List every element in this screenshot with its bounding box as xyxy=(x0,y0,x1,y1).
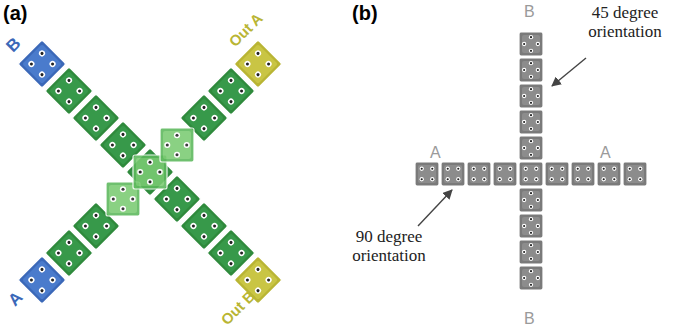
qca-cell xyxy=(623,162,647,186)
leader-line xyxy=(552,58,586,86)
qca-cell xyxy=(415,162,439,186)
input-label: B xyxy=(3,34,25,56)
qca-cell xyxy=(519,136,543,160)
output-label: Out B xyxy=(218,288,259,329)
input-label: A xyxy=(430,144,441,162)
qca-cell-cross xyxy=(415,32,647,290)
input-label: B xyxy=(524,310,535,328)
qca-cell xyxy=(519,162,543,186)
input-label: A xyxy=(600,144,611,162)
callout-text: 90 degree orientation xyxy=(330,228,448,265)
qca-wire-crossing xyxy=(18,40,282,304)
panel-label: (a) xyxy=(3,2,27,24)
input-label: B xyxy=(524,3,535,21)
callout-text: 45 degree orientation xyxy=(571,4,679,41)
output-label: Out A xyxy=(226,10,266,50)
qca-cell xyxy=(160,128,194,162)
qca-cell xyxy=(545,162,569,186)
qca-cell xyxy=(519,266,543,290)
qca-cell xyxy=(571,162,595,186)
qca-cell xyxy=(467,162,491,186)
qca-cell xyxy=(441,162,465,186)
qca-cell xyxy=(519,58,543,82)
qca-cell xyxy=(597,162,621,186)
qca-cell xyxy=(519,188,543,212)
panel-label: (b) xyxy=(352,2,378,24)
qca-cell xyxy=(519,240,543,264)
qca-cell xyxy=(519,110,543,134)
qca-cell xyxy=(519,32,543,56)
input-label: A xyxy=(5,288,27,310)
qca-cell xyxy=(519,214,543,238)
leader-line xyxy=(418,190,452,226)
qca-cell xyxy=(234,40,282,88)
qca-cell xyxy=(493,162,517,186)
qca-cell xyxy=(519,84,543,108)
